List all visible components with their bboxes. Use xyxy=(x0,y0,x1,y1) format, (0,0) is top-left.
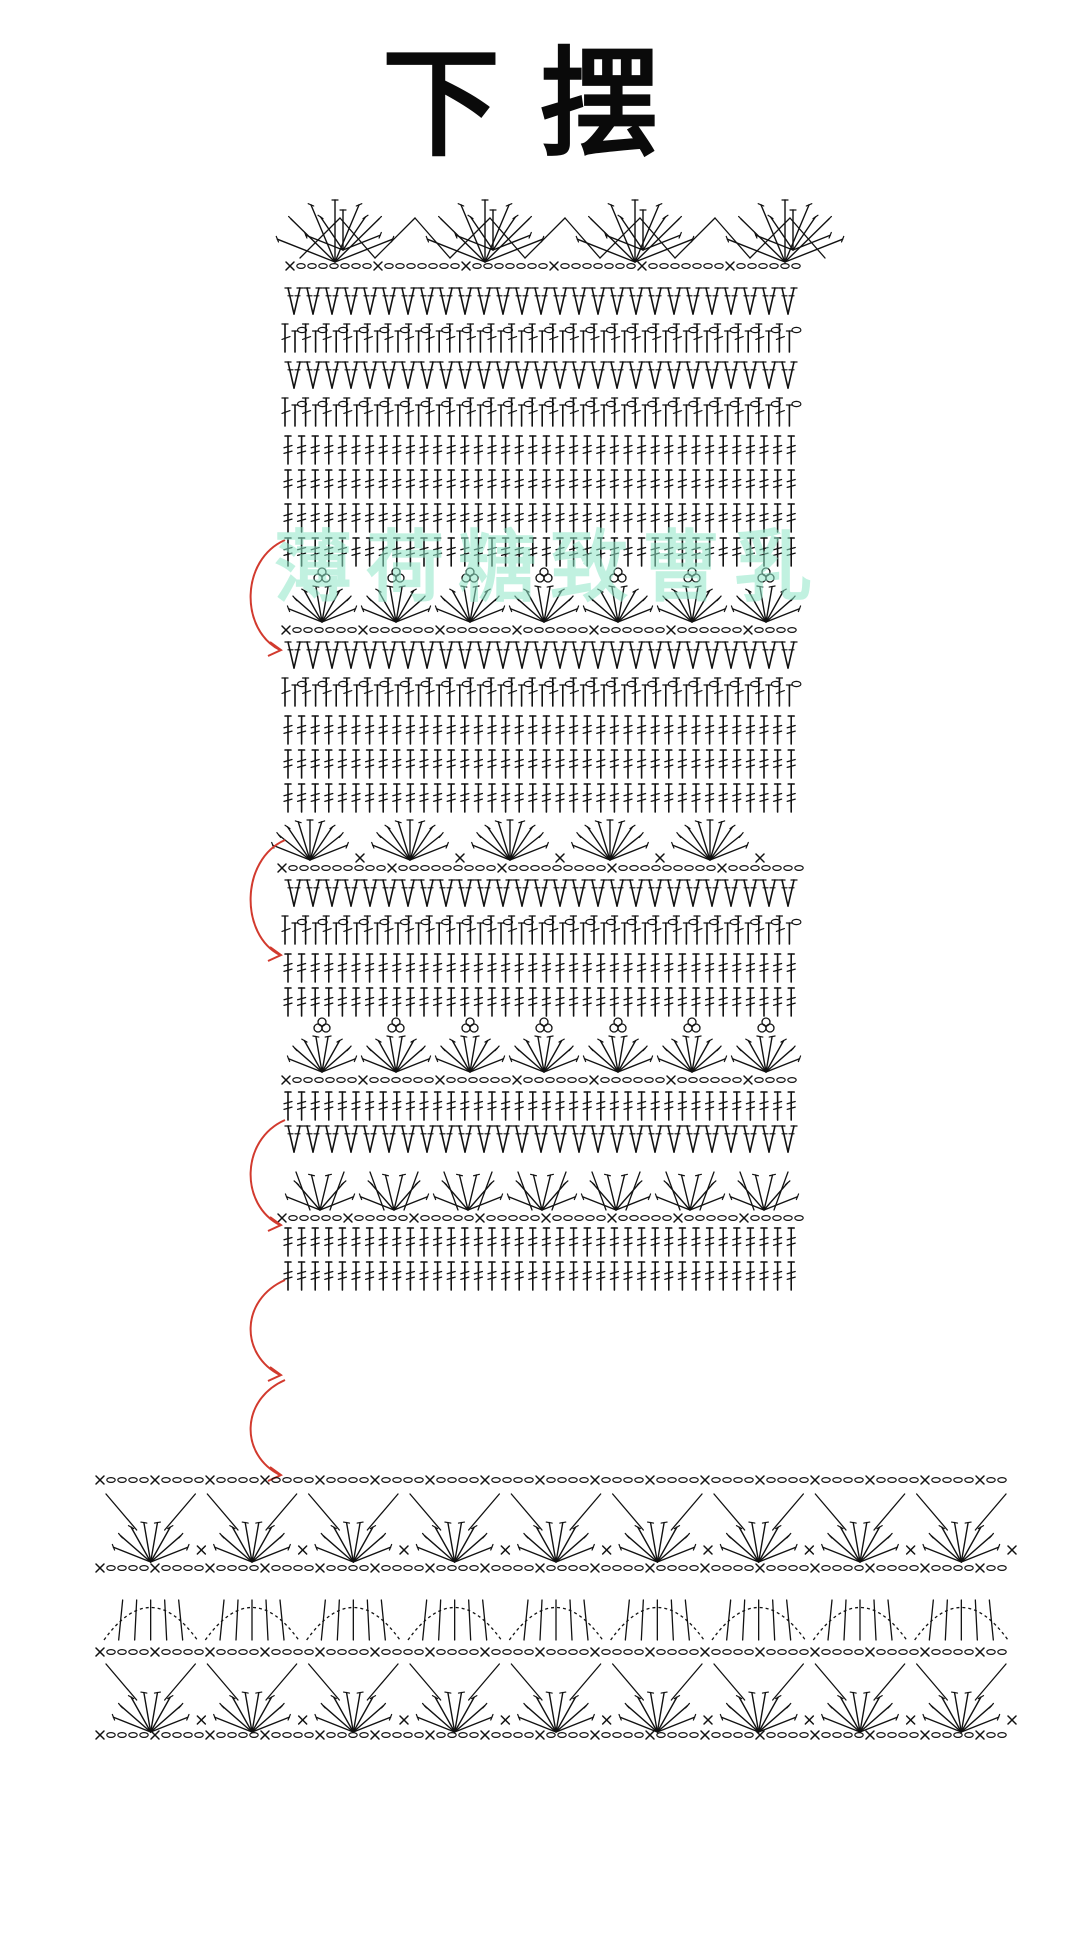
lower-lace-chart xyxy=(95,1475,1017,1740)
lace-arch-row xyxy=(103,1599,1009,1641)
transition-arrows xyxy=(249,539,286,1482)
stitch-row-treble xyxy=(283,435,796,465)
lace-chain-row xyxy=(95,1647,1007,1657)
stitch-row-fan-edging xyxy=(275,199,845,271)
stitch-row-treble xyxy=(283,469,796,499)
lace-chain-row xyxy=(95,1563,1007,1573)
transition-arrow xyxy=(249,839,286,962)
transition-arrow xyxy=(249,539,286,657)
stitch-row-treble xyxy=(283,503,796,533)
lace-chain-row xyxy=(95,1730,1007,1740)
transition-arrow xyxy=(249,1279,286,1382)
transition-arrow xyxy=(249,1379,286,1482)
lace-shell-row xyxy=(105,1493,1017,1563)
stitch-row-v-stitch xyxy=(284,879,798,907)
stitch-row-treble xyxy=(283,783,796,813)
stitch-row-shell-with-picot xyxy=(281,1017,802,1085)
stitch-row-fan xyxy=(271,819,804,873)
upper-stitch-chart xyxy=(271,199,845,1291)
stitch-row-treble xyxy=(283,715,796,745)
stitch-row-v-stitch xyxy=(284,287,798,315)
lace-shell-row xyxy=(105,1663,1017,1733)
stitch-row-treble xyxy=(283,953,796,983)
stitch-row-v-stitch xyxy=(284,361,798,389)
stitch-row-v-stitch xyxy=(284,1125,798,1153)
stitch-row-treble xyxy=(283,537,796,567)
stitch-row-treble xyxy=(283,1261,796,1291)
lace-chain-row xyxy=(95,1475,1007,1485)
stitch-row-crossed-dc xyxy=(281,915,802,945)
stitch-row-shell-with-picot xyxy=(281,567,802,635)
stitch-row-treble xyxy=(283,749,796,779)
stitch-row-crossed-dc xyxy=(281,323,802,353)
stitch-row-treble xyxy=(283,1091,796,1121)
page-title: 下摆 xyxy=(381,35,698,173)
stitch-row-treble xyxy=(283,1227,796,1257)
stitch-row-crossed-dc xyxy=(281,677,802,707)
stitch-row-v-stitch xyxy=(284,641,798,669)
stitch-row-crossed-dc xyxy=(281,397,802,427)
stitch-row-shell-cluster xyxy=(277,1171,804,1223)
transition-arrow xyxy=(249,1119,286,1232)
stitch-row-treble xyxy=(283,987,796,1017)
